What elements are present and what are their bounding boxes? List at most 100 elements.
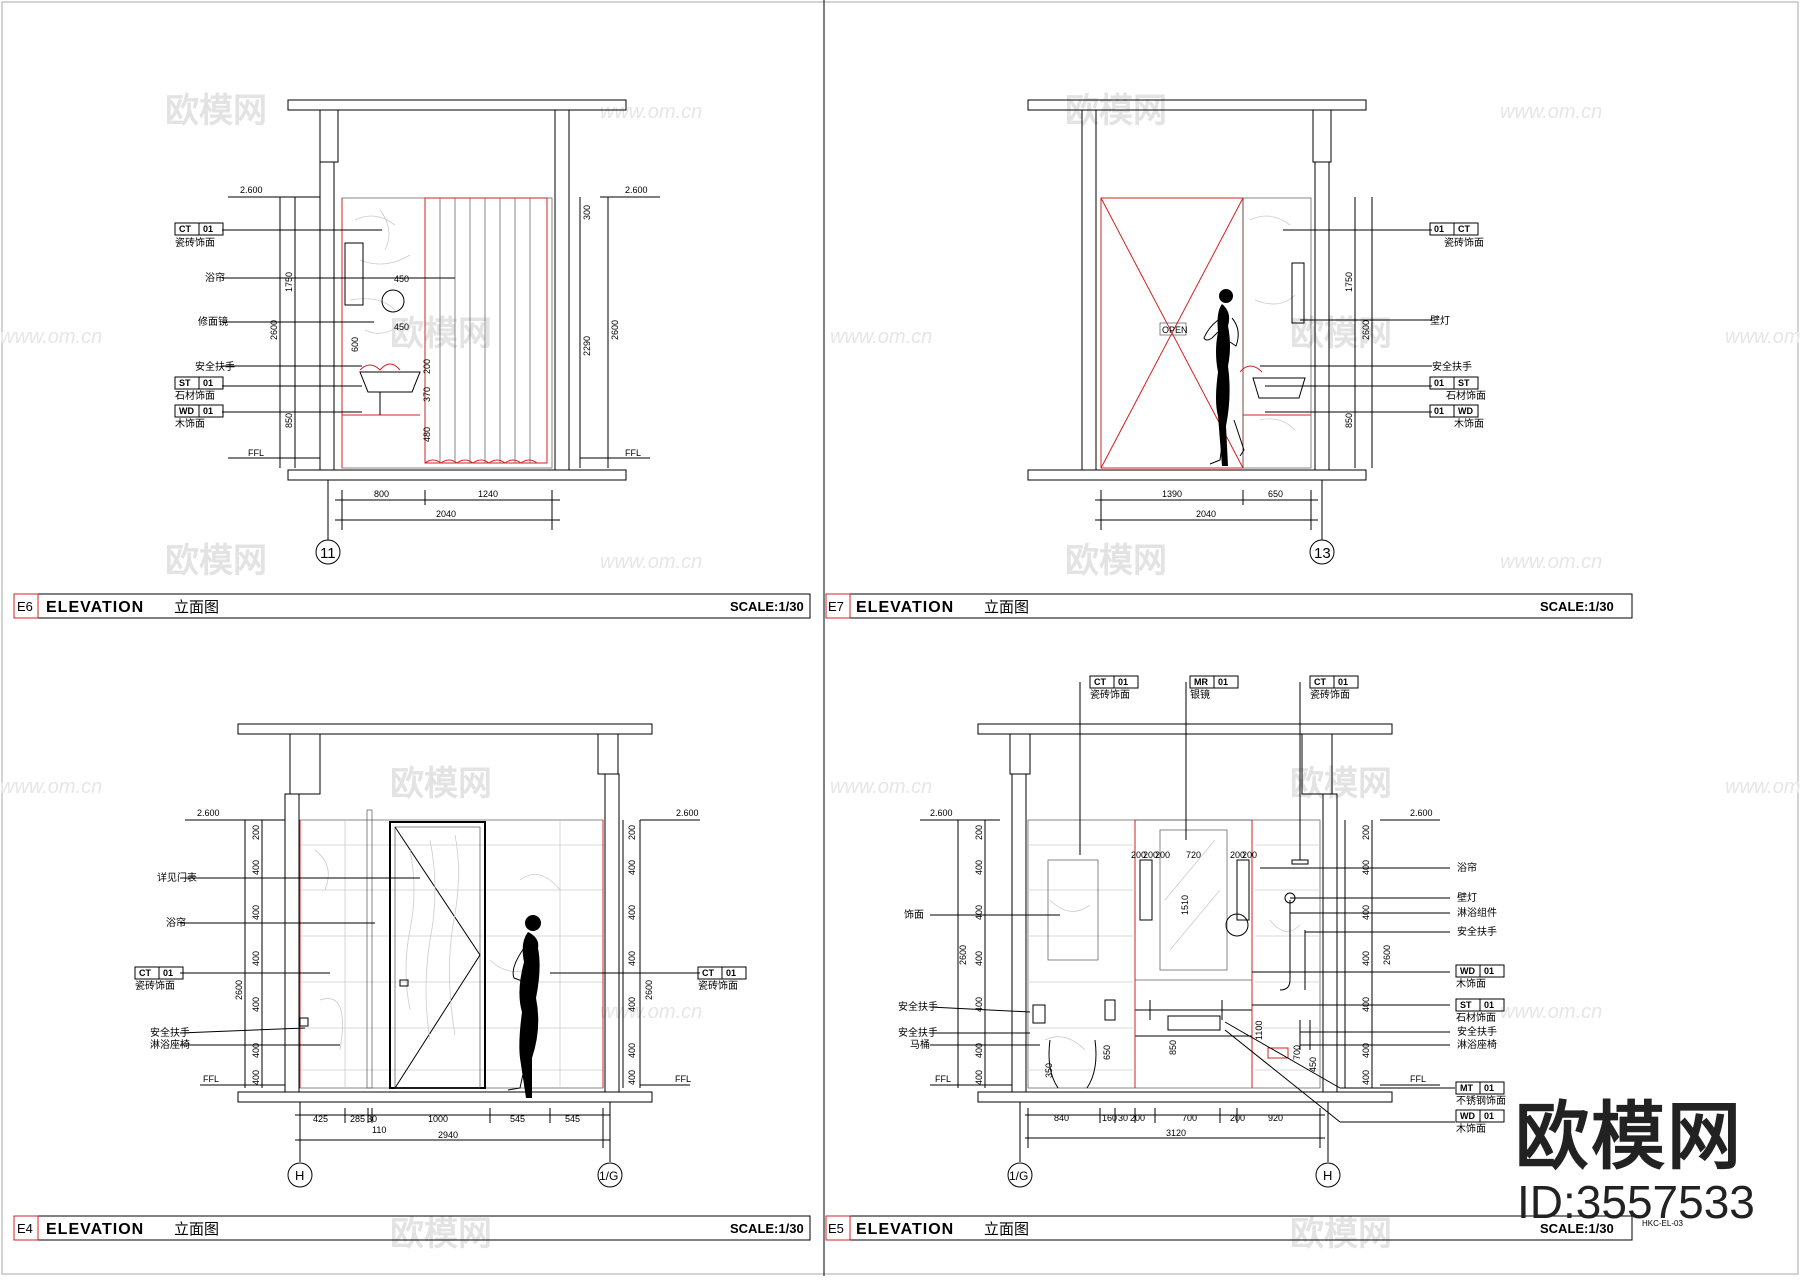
watermark-logo-text: 欧模网 [1290, 1215, 1392, 1253]
floor-mark: FFL [203, 1074, 219, 1084]
elevation-id: E5 [828, 1221, 844, 1236]
tag-number: 01 [163, 968, 173, 978]
tag-code: MT [1460, 1083, 1473, 1093]
mirror [1134, 819, 1253, 981]
open-tag [1159, 322, 1187, 336]
panel-e5: CT 01 瓷砖饰面 MR 01 银镜 CT 01 瓷砖饰面 浴帘 壁灯 淋浴组… [825, 675, 1683, 1241]
tag-number: 01 [1434, 406, 1444, 416]
dim-text: 400 [251, 1070, 261, 1085]
callout-label: 安全扶手 [1457, 925, 1497, 938]
material-label: 石材饰面 [175, 389, 215, 402]
dim-text: 200 [1130, 1113, 1145, 1123]
wall-light [1236, 859, 1250, 921]
basin [1252, 377, 1306, 399]
dim-text: 300 [582, 205, 592, 220]
dim-text: 30 [1118, 1113, 1128, 1123]
grid-bubble-label: 1/G [599, 1169, 618, 1183]
dim-text: 400 [974, 1043, 984, 1058]
elevation-title-cn: 立面图 [984, 1221, 1029, 1238]
dim-text: 400 [974, 997, 984, 1012]
level-mark: 2.600 [676, 808, 699, 818]
grid-bubble [315, 539, 341, 565]
watermark-url: www.om.cn [0, 776, 102, 798]
tag-number: 01 [1484, 1000, 1494, 1010]
grid-bubble [287, 1162, 313, 1188]
tag-number: 01 [203, 378, 213, 388]
shower-set [1279, 900, 1291, 991]
callout-label: 安全扶手 [898, 1000, 938, 1013]
dim-text: 700 [1292, 1045, 1302, 1060]
grid-bubble-label: 13 [1314, 545, 1331, 562]
tag-number: 01 [1434, 378, 1444, 388]
watermark-logo-text: 欧模网 [390, 1215, 492, 1253]
dim-text: 400 [1361, 1043, 1371, 1058]
dim-text: 840 [1054, 1113, 1069, 1123]
dim-text: 400 [1361, 951, 1371, 966]
watermark-id: ID:3557533 [1517, 1176, 1755, 1228]
callout-label: 淋浴座椅 [1457, 1038, 1497, 1051]
elevation-title-cn: 立面图 [174, 599, 219, 616]
floor-slab [977, 1091, 1393, 1103]
material-label: 木饰面 [1456, 1122, 1486, 1135]
right-wall [554, 109, 570, 471]
dim-text: 370 [422, 387, 432, 402]
dim-text: 400 [251, 997, 261, 1012]
tag-code: WD [179, 406, 194, 416]
material-label: 瓷砖饰面 [175, 236, 215, 249]
left-wall [284, 793, 300, 1093]
tag-code: ST [179, 378, 191, 388]
callout-label: 淋浴组件 [1457, 906, 1497, 919]
shaving-mirror [1225, 913, 1249, 937]
elevation-id: E6 [17, 599, 33, 614]
scale-label: SCALE:1/30 [1540, 1221, 1614, 1236]
dim-text: 400 [1361, 905, 1371, 920]
watermark-url: www.om.cn [1725, 776, 1800, 798]
scale-label: SCALE:1/30 [1540, 599, 1614, 614]
elevation-id: E4 [17, 1221, 33, 1236]
dim-text: 200 [1242, 850, 1257, 860]
dim-text: 200 [1230, 850, 1245, 860]
grid-bubble-label: 1/G [1009, 1169, 1028, 1183]
material-label: 木饰面 [1454, 417, 1484, 430]
dim-text: 450 [394, 274, 409, 284]
dim-text: 200 [422, 359, 432, 374]
watermark-logo: 欧模网 ID:3557533 [1515, 1095, 1755, 1228]
dim-text: 400 [627, 1043, 637, 1058]
tag-number: 01 [1218, 677, 1228, 687]
tag-code: CT [1314, 677, 1326, 687]
material-label: 石材饰面 [1446, 389, 1486, 402]
dim-text: 400 [251, 905, 261, 920]
wall-finish [1242, 197, 1312, 469]
material-label: 不锈钢饰面 [1456, 1094, 1506, 1107]
dim-text: 200 [1131, 850, 1146, 860]
dim-text: 2600 [1382, 945, 1392, 965]
grid-bubble [597, 1162, 623, 1188]
callout-label: 浴帘 [205, 271, 225, 284]
material-label: 瓷砖饰面 [1090, 688, 1130, 701]
watermark-url: www.om.cn [1725, 326, 1800, 348]
beam [289, 733, 321, 795]
tag-code: CT [179, 224, 191, 234]
elevation-title-cn: 立面图 [174, 1221, 219, 1238]
toilet [1048, 1039, 1097, 1089]
watermark-url: www.om.cn [1500, 551, 1602, 573]
dim-text: 400 [1361, 997, 1371, 1012]
elevation-id: E7 [828, 599, 844, 614]
dim-text: 400 [251, 860, 261, 875]
dim-text: 1750 [284, 272, 294, 292]
callout-label: 饰面 [904, 908, 924, 921]
tag-number: 01 [203, 224, 213, 234]
callout-label: 壁灯 [1430, 314, 1450, 327]
material-label: 瓷砖饰面 [135, 979, 175, 992]
dim-text: 850 [1168, 1040, 1178, 1055]
decor-panel [1047, 859, 1099, 961]
dim-text: 30 [367, 1114, 377, 1124]
dim-text: 200 [627, 825, 637, 840]
ceiling-slab [287, 99, 627, 111]
material-label: 瓷砖饰面 [1444, 236, 1484, 249]
dim-text: 400 [627, 860, 637, 875]
callout-label: 浴帘 [166, 916, 186, 929]
material-label: 银镜 [1190, 688, 1210, 701]
dim-text: 450 [394, 322, 409, 332]
